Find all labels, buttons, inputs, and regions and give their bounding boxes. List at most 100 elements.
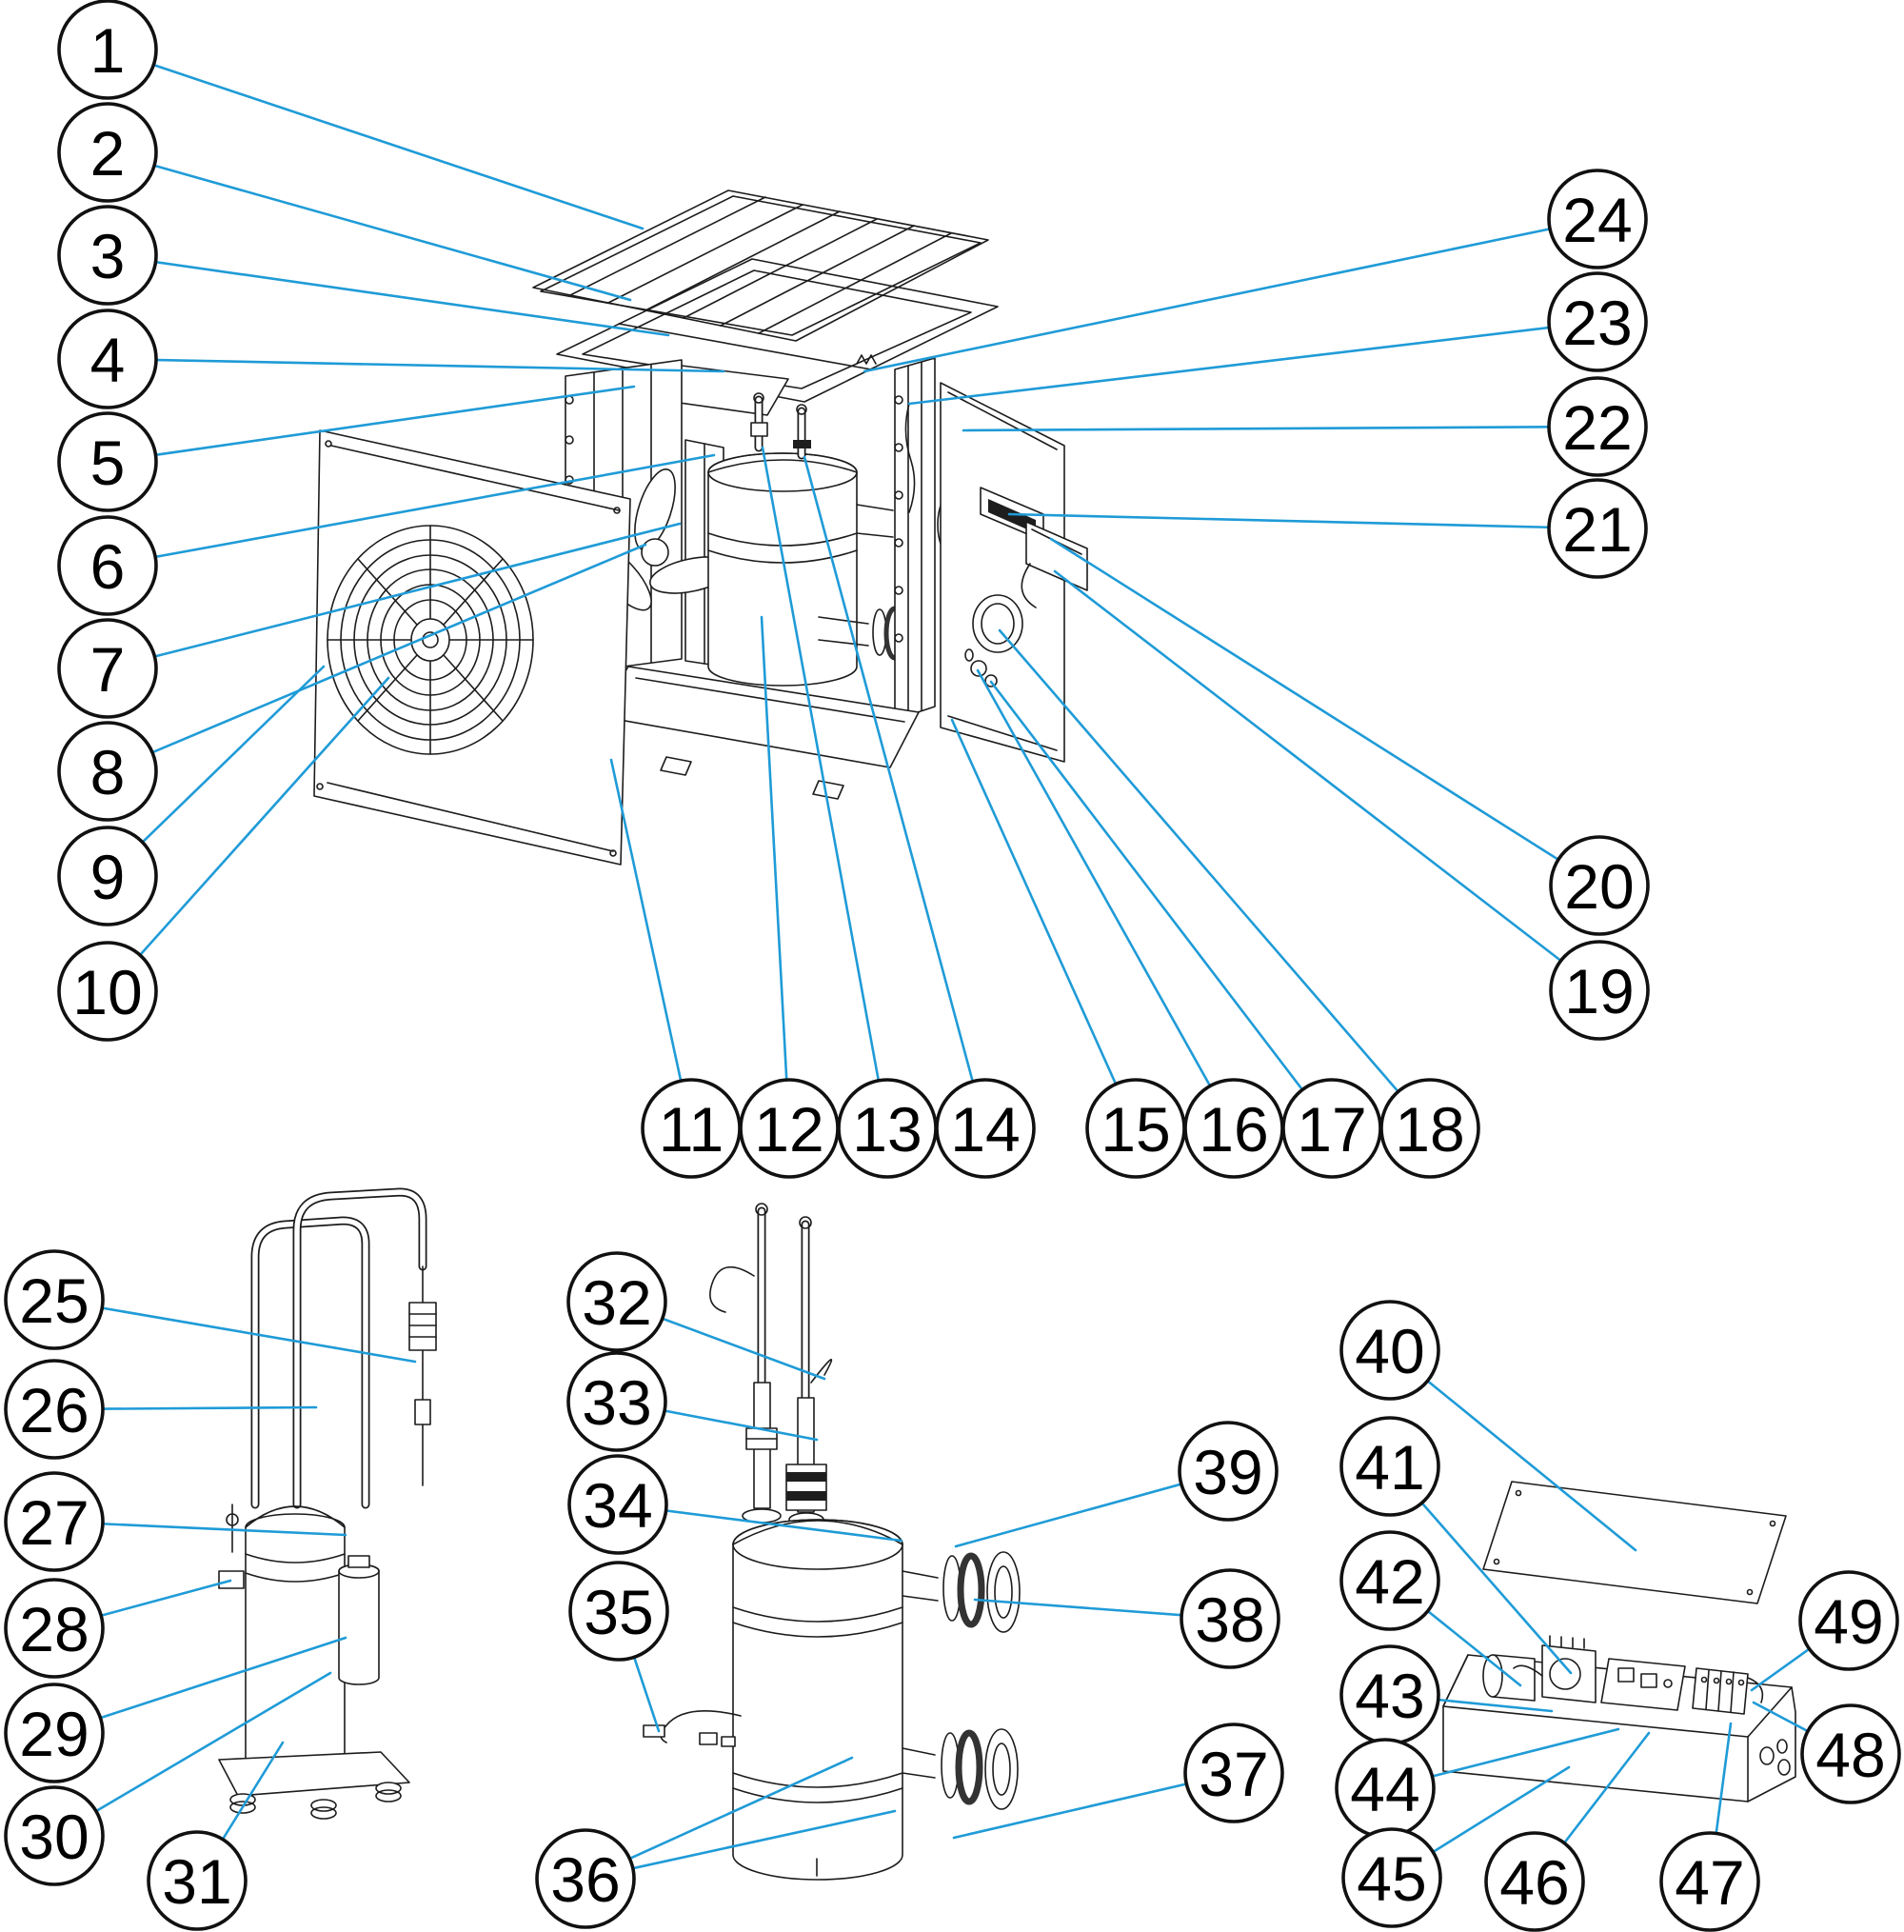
callout-39-circle [1178,1421,1279,1522]
leader-line-30 [52,1671,332,1838]
callout-18-circle [1379,1078,1480,1179]
callout-48-circle [1800,1703,1901,1804]
callout-10: 10 [57,941,158,1042]
callout-35-number: 35 [584,1577,653,1647]
callout-11-number: 11 [659,1094,724,1165]
callout-7-number: 7 [90,634,126,705]
callout-16-number: 16 [1199,1094,1268,1165]
callout-37: 37 [1183,1723,1284,1823]
callout-26-circle [4,1359,105,1460]
callout-32-circle [566,1251,667,1352]
callout-37-circle [1183,1723,1284,1823]
callout-23: 23 [1547,271,1648,372]
callout-28-number: 28 [19,1594,89,1664]
callout-1-circle [57,0,158,100]
callout-9-circle [57,826,158,926]
leader-line-11 [609,758,693,1130]
callout-24-circle [1547,169,1648,269]
callout-41-circle [1339,1416,1440,1517]
callout-36: 36 [535,1828,636,1929]
solenoid-valves [742,1382,827,1527]
callout-42: 42 [1339,1530,1440,1631]
callout-40: 40 [1339,1300,1440,1401]
callout-13-number: 13 [852,1094,922,1165]
callout-36-circle [535,1828,636,1929]
callout-40-number: 40 [1355,1316,1424,1386]
callout-19-number: 19 [1564,956,1634,1026]
callout-2-circle [57,102,158,203]
callout-15: 15 [1085,1078,1186,1179]
fan-grille-panel [313,429,631,866]
callout-45-circle [1341,1827,1442,1928]
callout-5-number: 5 [90,428,126,498]
compressor-body [218,1505,410,1820]
compressor-pipes [218,1187,437,1589]
water-union-lower [902,1728,1019,1810]
callout-33-circle [566,1351,667,1452]
callout-12-number: 12 [754,1094,823,1165]
callout-32-number: 32 [582,1267,651,1338]
callout-49-circle [1798,1570,1899,1671]
callout-16: 16 [1183,1078,1284,1179]
compressor-assembly-drawing [218,1187,437,1820]
callout-49: 49 [1798,1570,1899,1671]
callout-27-circle [4,1471,105,1572]
callout-18: 18 [1379,1078,1480,1179]
leader-line-6 [106,453,716,568]
callout-42-number: 42 [1355,1546,1424,1617]
leader-line-5 [106,385,636,464]
callout-3-circle [57,205,158,306]
callout-8-circle [57,721,158,822]
callout-40-circle [1339,1300,1440,1401]
leader-line-12 [760,615,791,1130]
callout-47-circle [1659,1831,1760,1932]
callout-10-number: 10 [72,957,142,1027]
callout-12: 12 [739,1078,840,1179]
callout-18-number: 18 [1395,1094,1464,1165]
callout-23-number: 23 [1562,288,1632,358]
pcb [1600,1658,1686,1711]
callout-20: 20 [1549,835,1650,936]
leader-line-18 [998,628,1432,1130]
temperature-sensor [643,1710,742,1747]
callout-24-number: 24 [1562,185,1632,255]
callout-27-number: 27 [19,1487,89,1558]
callout-36-number: 36 [550,1844,620,1915]
callout-20-number: 20 [1564,851,1634,922]
callout-25: 25 [4,1249,105,1350]
callout-7: 7 [57,618,158,719]
callout-3-number: 3 [90,221,126,291]
leader-line-25 [52,1298,417,1364]
callout-21-number: 21 [1562,494,1632,565]
callout-19: 19 [1549,940,1650,1041]
callout-25-circle [4,1249,105,1350]
exchanger-top-pipes [709,1203,833,1403]
controller-box [1025,521,1088,591]
tank-valves [750,392,811,460]
leader-line-7 [106,522,682,670]
callout-30-number: 30 [19,1802,89,1872]
callout-39-number: 39 [1193,1437,1262,1507]
callout-35-circle [568,1561,669,1662]
callout-48-number: 48 [1815,1720,1885,1790]
callout-17: 17 [1281,1078,1382,1179]
leader-line-13 [761,446,889,1130]
leader-line-16 [976,668,1236,1130]
leader-line-24 [863,217,1599,373]
callout-2-number: 2 [90,118,126,189]
callout-35: 35 [568,1561,669,1662]
callout-34: 34 [567,1454,668,1555]
callout-6: 6 [57,515,158,616]
callout-46-number: 46 [1499,1847,1569,1918]
callout-42-circle [1339,1530,1440,1631]
callout-1: 1 [57,0,158,100]
leader-line-1 [106,48,645,230]
callout-33: 33 [566,1351,667,1452]
heat-exchanger-assembly-drawing [643,1203,1021,1881]
callout-4: 4 [57,309,158,409]
callout-31-circle [147,1830,248,1931]
callout-30-circle [4,1785,105,1886]
callout-2: 2 [57,102,158,203]
leader-line-19 [1053,569,1601,992]
